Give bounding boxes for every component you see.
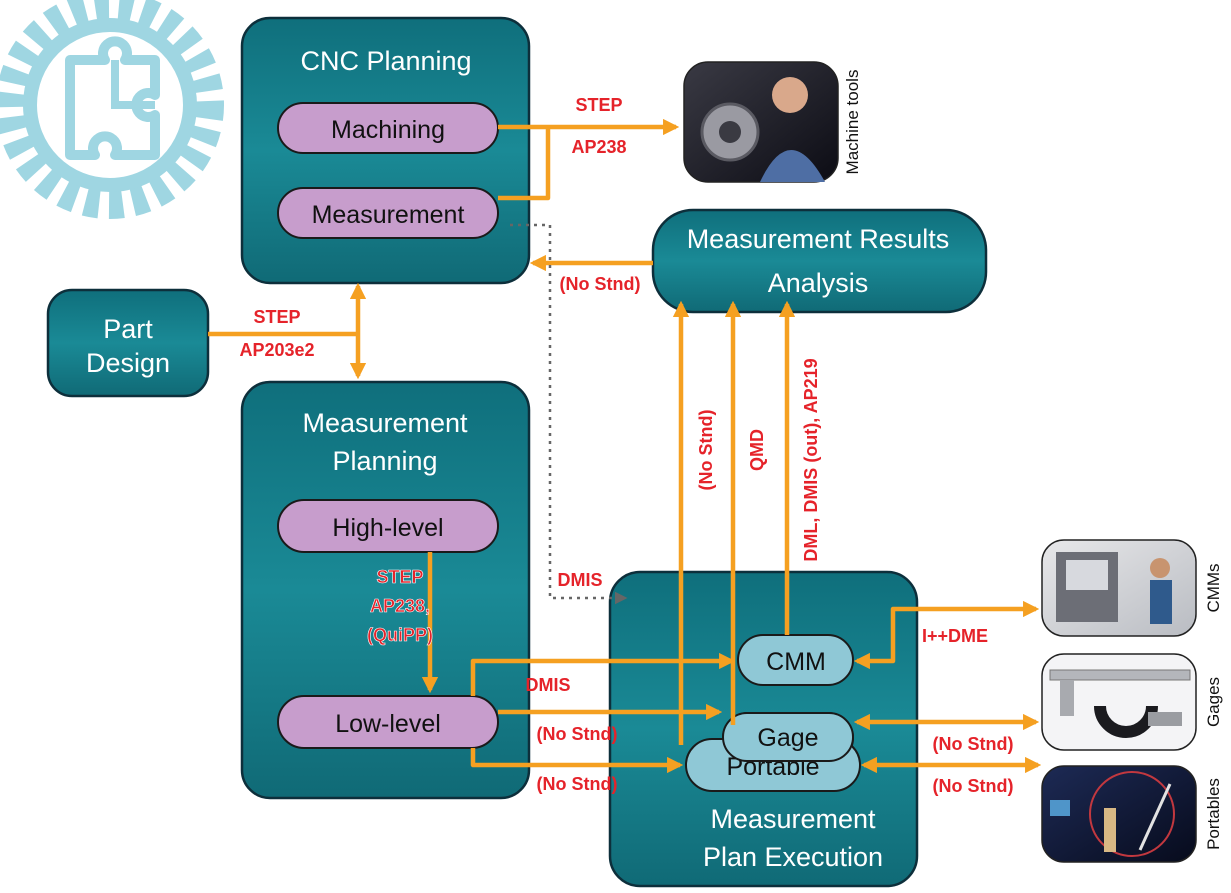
part-design-line1: Part	[103, 314, 153, 344]
label-dmis-low: DMIS	[526, 675, 571, 695]
label-step-top: STEP	[575, 95, 622, 115]
label-step-ap203: STEP	[253, 307, 300, 327]
dotted-dmis-arrow	[510, 223, 628, 605]
label-ap203e2: AP203e2	[239, 340, 314, 360]
low-level-pill	[277, 695, 499, 749]
label-vertical-dml: DML, DMIS (out), AP219	[801, 358, 821, 561]
portables-caption: Portables	[1204, 778, 1223, 850]
cnc-planning-title: CNC Planning	[300, 46, 471, 76]
label-no-stnd-portables: (No Stnd)	[933, 776, 1014, 796]
arrow-cmm-to-cmms	[853, 600, 1040, 670]
label-no-stnd-gages: (No Stnd)	[933, 734, 1014, 754]
label-no-stnd-portable-in: (No Stnd)	[537, 774, 618, 794]
label-step-mid: STEP	[376, 567, 423, 587]
caliper-bar-shape	[1049, 669, 1191, 681]
high-level-label: High-level	[332, 514, 443, 542]
high-level-pill	[277, 499, 499, 553]
measurement-label: Measurement	[312, 201, 465, 229]
portable-arm-shape	[1138, 783, 1172, 851]
gear-puzzle-logo-icon	[0, 0, 224, 219]
label-vertical-qmd: QMD	[747, 429, 767, 471]
gage-pill-front	[722, 712, 854, 762]
arrow-measurement-to-tools	[498, 127, 551, 201]
cmm-operator-body	[1150, 580, 1172, 624]
micrometer-spindle-shape	[1148, 712, 1182, 726]
arrow-low-to-cmm	[470, 652, 736, 696]
cmms-caption: CMMs	[1204, 563, 1223, 612]
label-ap238-mid: AP238,	[370, 596, 430, 616]
label-quipp: (QuiPP)	[367, 625, 433, 645]
measurement-pill	[277, 187, 499, 239]
measurement-planning-block	[240, 380, 531, 800]
cmm-pill	[737, 634, 854, 686]
gages-caption: Gages	[1204, 677, 1223, 727]
measurement-planning-line1: Measurement	[302, 408, 468, 438]
part-design-line2: Design	[86, 348, 170, 378]
caliper-jaw-shape	[1060, 680, 1074, 716]
label-ipp-dme: I++DME	[922, 626, 988, 646]
arrow-low-to-portable	[470, 748, 684, 774]
cmm-operator-head	[1150, 558, 1170, 578]
label-vertical-no-stnd: (No Stnd)	[696, 410, 716, 491]
portable-range-circle	[1089, 771, 1175, 857]
portable-monitor-shape	[1050, 800, 1070, 816]
measurement-planning-line2: Planning	[332, 446, 437, 476]
portables-photo	[1041, 765, 1197, 863]
cmm-label: CMM	[766, 648, 826, 676]
portable-tripod-shape	[1104, 808, 1116, 852]
plan-execution-line1: Measurement	[710, 804, 876, 834]
label-no-stnd-gage-in: (No Stnd)	[537, 724, 618, 744]
low-level-label: Low-level	[335, 710, 441, 738]
results-analysis-line1: Measurement Results	[687, 224, 950, 254]
machining-label: Machining	[331, 116, 445, 144]
label-dmis-dotted: DMIS	[558, 570, 603, 590]
machine-part-hub	[719, 121, 741, 143]
operator-head	[772, 77, 808, 113]
gage-label-front: Gage	[757, 724, 818, 752]
results-analysis-line2: Analysis	[768, 268, 869, 298]
part-design-block	[46, 288, 210, 398]
label-no-stnd-results: (No Stnd)	[560, 274, 641, 294]
plan-execution-line2: Plan Execution	[703, 842, 883, 872]
operator-body	[760, 150, 825, 182]
cmm-bridge-shape	[1066, 560, 1108, 590]
machine-tools-caption: Machine tools	[843, 70, 862, 175]
label-ap238-top: AP238	[571, 137, 626, 157]
